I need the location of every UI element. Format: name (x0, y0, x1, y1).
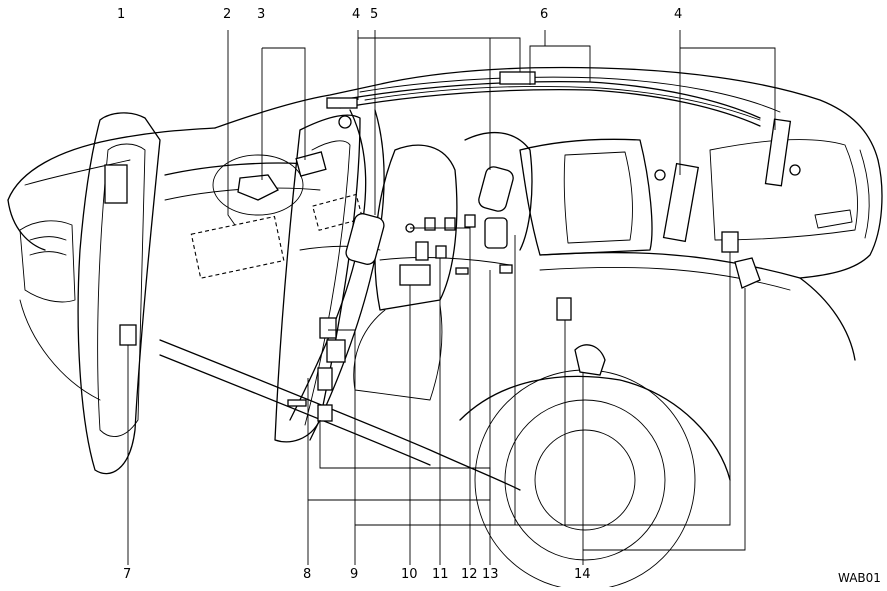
callout-4-right: 4 (674, 7, 683, 22)
sensor-a (424, 217, 436, 231)
callout-5: 5 (370, 7, 379, 22)
sensors (104, 164, 761, 422)
seatbelt-pretensioner (484, 217, 508, 249)
front-seat-side-airbag (345, 213, 385, 265)
b-pillar-sensor-upper (319, 317, 337, 339)
callout-14: 14 (574, 567, 591, 582)
sensor-b (444, 217, 456, 231)
figure-code: WAB01 (838, 571, 881, 585)
callout-4-left: 4 (352, 7, 361, 22)
sensor-11b (435, 245, 447, 259)
callout-1: 1 (117, 7, 126, 22)
rear-curtain-section-right (764, 118, 792, 187)
callout-9: 9 (350, 567, 359, 582)
knee-airbag-driver (190, 215, 285, 279)
callout-13: 13 (482, 567, 499, 582)
door-sensor-7 (119, 324, 137, 346)
callout-2: 2 (223, 7, 232, 22)
b-pillar-sensor-lower (317, 367, 333, 391)
knee-airbag-passenger (311, 193, 364, 231)
rear-sensor (556, 297, 572, 321)
callout-8: 8 (303, 567, 312, 582)
airbag-modules (190, 151, 514, 279)
callout-7: 7 (123, 567, 132, 582)
front-door-pressure-sensor (104, 164, 128, 204)
rear-seat-side-airbag (478, 166, 514, 212)
sensor-11 (415, 241, 429, 261)
callout-12: 12 (461, 567, 478, 582)
callout-3: 3 (257, 7, 266, 22)
curtain-front-bracket (326, 97, 358, 109)
pretensioner-b-pillar (326, 339, 346, 363)
rear-side-sensor-b (734, 257, 761, 289)
airbag-control-unit (399, 264, 431, 286)
curtain-airbag-module (326, 71, 801, 243)
passenger-airbag (295, 151, 327, 177)
callout-6: 6 (540, 7, 549, 22)
curtain-inflator (499, 71, 536, 85)
rear-side-sensor (721, 231, 739, 253)
rear-curtain-section (662, 162, 700, 243)
rear-pretensioner (574, 344, 606, 376)
car-body (7, 66, 883, 591)
sensor-c (464, 214, 476, 228)
leader-lines (127, 30, 776, 565)
callout-11: 11 (432, 567, 449, 582)
callout-10: 10 (401, 567, 418, 582)
driver-airbag (237, 174, 279, 201)
